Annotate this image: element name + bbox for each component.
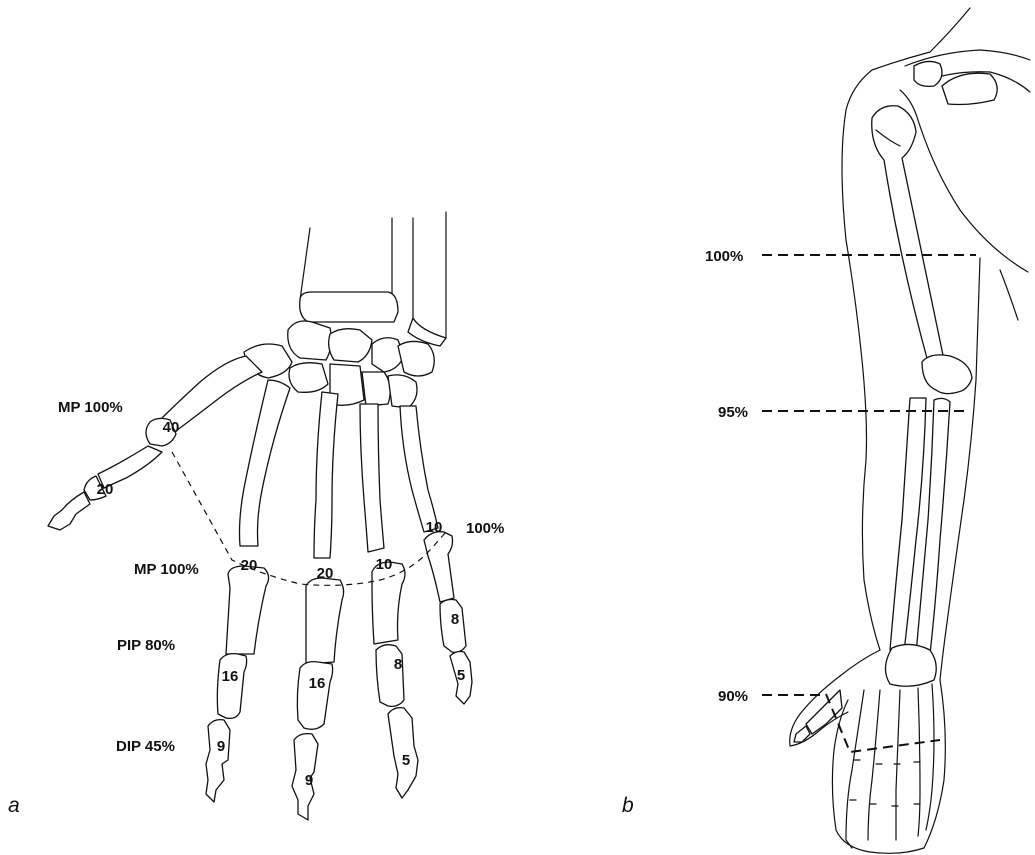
little-proximal-value: 10	[426, 519, 443, 536]
mp-joint-dashed-arc	[172, 452, 446, 585]
finger-dip-label: DIP 45%	[116, 738, 175, 755]
ring-proximal-value: 10	[376, 556, 393, 573]
level-label-100: 100%	[705, 248, 743, 265]
hand-skeleton-panel: MP 100% 40 20 MP 100% PIP 80% DIP 45% 10…	[8, 212, 504, 820]
ring-distal-value: 5	[402, 752, 410, 769]
thumb-proximal-value: 40	[163, 419, 180, 436]
finger-pip-label: PIP 80%	[117, 637, 175, 654]
humerus-illustration	[872, 106, 972, 394]
thumb-mp-label: MP 100%	[58, 399, 123, 416]
panel-b-letter: b	[622, 794, 634, 817]
thumb-distal-value: 20	[97, 481, 114, 498]
forearm-bones-b-illustration	[890, 398, 950, 654]
arm-skeleton-panel: 100% 95% 90% b	[622, 8, 1030, 853]
ring-middle-value: 8	[394, 656, 402, 673]
panel-a-letter: a	[8, 794, 20, 817]
thumb-bones-illustration	[48, 356, 262, 530]
middle-distal-value: 9	[305, 772, 313, 789]
little-distal-value: 5	[457, 667, 465, 684]
little-middle-value: 8	[451, 611, 459, 628]
little-mp-label: 100%	[466, 520, 504, 537]
arm-mp-dashed-line	[826, 694, 940, 752]
metacarpals-illustration	[240, 380, 439, 558]
level-label-90: 90%	[718, 688, 748, 705]
finger-mp-label: MP 100%	[134, 561, 199, 578]
index-distal-value: 9	[217, 738, 225, 755]
middle-proximal-value: 20	[317, 565, 334, 582]
level-label-95: 95%	[718, 404, 748, 421]
middle-finger-illustration	[292, 578, 344, 820]
index-middle-value: 16	[222, 668, 239, 685]
index-proximal-value: 20	[241, 557, 258, 574]
ring-finger-illustration	[372, 562, 418, 798]
middle-middle-value: 16	[309, 675, 326, 692]
